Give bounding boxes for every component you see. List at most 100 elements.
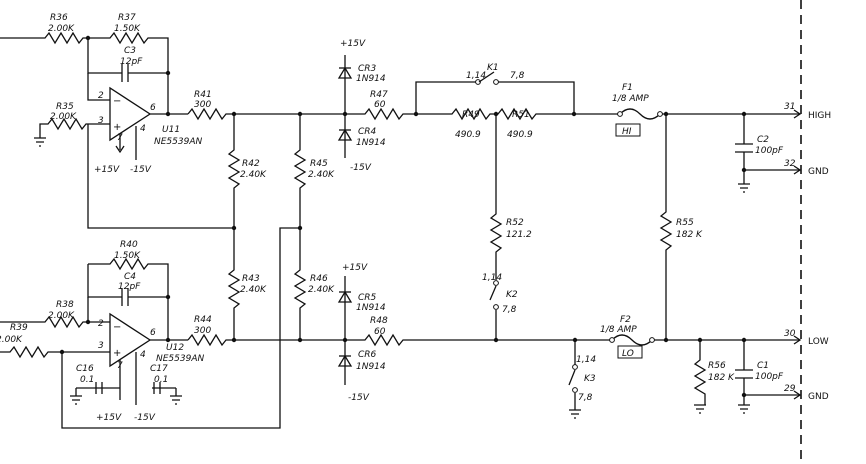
- svg-text:−: −: [113, 322, 121, 333]
- c1-ref: C1: [757, 361, 769, 371]
- r38-value: 2.00K: [48, 311, 75, 321]
- k3-pins-a: 1,14: [576, 355, 596, 365]
- cr4-ref: CR4: [358, 127, 377, 137]
- u12-part: NE5539AN: [156, 354, 204, 364]
- r45-ref: R45: [310, 159, 328, 169]
- connector-label-gnd-1: GND: [808, 167, 829, 177]
- c16-value: 0.1: [80, 375, 94, 385]
- cr3-part: 1N914: [356, 74, 386, 84]
- cr4-part: 1N914: [356, 138, 386, 148]
- r48-value: 60: [374, 327, 386, 337]
- cr3-ref: CR3: [358, 64, 377, 74]
- k2-pins-b: 7,8: [502, 305, 517, 315]
- connector-label-gnd-2: GND: [808, 392, 829, 402]
- k1-pins-b: 7,8: [510, 71, 525, 81]
- labels-divider: R42 2.40K R43 2.40K R45 2.40K R46 2.40K: [240, 159, 335, 295]
- cr3-supply: +15V: [340, 39, 366, 49]
- k1-pins-a: 1,14: [466, 71, 486, 81]
- r41-ref: R41: [194, 90, 212, 100]
- r48-ref: R48: [370, 316, 388, 326]
- u12-pin-out: 6: [150, 328, 156, 338]
- c17-ref: C17: [150, 364, 168, 374]
- amp-stage-u11: − +: [0, 31, 234, 160]
- r52-ref: R52: [506, 218, 524, 228]
- c2-ref: C2: [757, 135, 769, 145]
- cr6-ref: CR6: [358, 350, 377, 360]
- svg-text:+: +: [113, 348, 121, 359]
- r46-ref: R46: [310, 274, 328, 284]
- r47-value: 60: [374, 100, 386, 110]
- r49-ref: R49: [462, 110, 480, 120]
- r39-value: 2.00K: [0, 335, 23, 345]
- r56-ref: R56: [708, 361, 726, 371]
- u11-pin-vpos: 7: [117, 133, 123, 143]
- cr4-supply: -15V: [350, 163, 372, 173]
- r41-value: 300: [194, 100, 211, 110]
- r49-value: 490.9: [455, 130, 481, 140]
- cr5-part: 1N914: [356, 303, 386, 313]
- r44-value: 300: [194, 326, 211, 336]
- c3-value: 12pF: [120, 57, 143, 67]
- r44-ref: R44: [194, 315, 212, 325]
- svg-text:−: −: [113, 96, 121, 107]
- r46-value: 2.40K: [308, 285, 335, 295]
- c16-ref: C16: [76, 364, 94, 374]
- c3-ref: C3: [124, 46, 136, 56]
- r37-value: 1.50K: [114, 24, 141, 34]
- labels-output: 1,14 K1 7,8 R49 490.9 R51 490.9 R52 121.…: [455, 63, 784, 403]
- u11-supply-pos: +15V: [94, 165, 120, 175]
- r36-ref: R36: [50, 13, 68, 23]
- u11-ref: U11: [162, 125, 180, 135]
- k2-pins-a: 1,14: [482, 273, 502, 283]
- labels-amp-u11: R36 2.00K R37 1.50K C3 12pF R35 2.00K 2 …: [48, 13, 212, 175]
- c17-value: 0.1: [154, 375, 168, 385]
- u12-supply-pos: +15V: [96, 413, 122, 423]
- u12-supply-neg: -15V: [134, 413, 156, 423]
- amp-stage-u12: − +: [0, 227, 300, 429]
- r37-ref: R37: [118, 13, 136, 23]
- k1-ref: K1: [487, 63, 499, 73]
- connector-pin-31: 31: [784, 102, 795, 112]
- u11-pin-vneg: 4: [140, 124, 146, 134]
- c4-value: 12pF: [118, 282, 141, 292]
- k2-ref: K2: [506, 290, 518, 300]
- k3-pins-b: 7,8: [578, 393, 593, 403]
- r55-value: 182 K: [676, 230, 703, 240]
- cr6-supply: -15V: [348, 393, 370, 403]
- f1-ref: F1: [622, 83, 633, 93]
- u11-pin-noninv: 3: [98, 116, 104, 126]
- r56-value: 182 K: [708, 373, 735, 383]
- labels-diodes: +15V CR3 1N914 R47 60 CR4 1N914 -15V +15…: [340, 39, 388, 403]
- f1-rating: 1/8 AMP: [612, 94, 649, 104]
- connector-label-low: LOW: [808, 337, 829, 347]
- r47-ref: R47: [370, 90, 388, 100]
- u12-pin-vpos: 7: [117, 361, 123, 371]
- clamp-diodes-bottom: [337, 276, 353, 385]
- u12-pin-noninv: 3: [98, 341, 104, 351]
- u11-part: NE5539AN: [154, 137, 202, 147]
- f2-tag: LO: [622, 349, 634, 359]
- r40-ref: R40: [120, 240, 138, 250]
- r52-value: 121.2: [506, 230, 532, 240]
- r42-ref: R42: [242, 159, 260, 169]
- r36-value: 2.00K: [48, 24, 75, 34]
- c4-ref: C4: [124, 272, 136, 282]
- f1-tag: HI: [622, 127, 632, 137]
- c2-value: 100pF: [755, 146, 784, 156]
- u11-pin-inv: 2: [98, 91, 104, 101]
- k3-ref: K3: [584, 374, 596, 384]
- r43-ref: R43: [242, 274, 260, 284]
- r35-value: 2.00K: [50, 112, 77, 122]
- cr5-ref: CR5: [358, 293, 377, 303]
- r40-value: 1.50K: [114, 251, 141, 261]
- connector-label-high: HIGH: [808, 111, 831, 121]
- r35-ref: R35: [56, 102, 74, 112]
- clamp-diodes-top: [337, 55, 353, 158]
- connector-pins: 31 HIGH 32 GND 30 LOW 29 GND: [784, 102, 831, 402]
- connector-pin-29: 29: [784, 384, 796, 394]
- output-network: [345, 71, 802, 419]
- c1-value: 100pF: [755, 372, 784, 382]
- u11-pin-out: 6: [150, 103, 156, 113]
- r38-ref: R38: [56, 300, 74, 310]
- r55-ref: R55: [676, 218, 694, 228]
